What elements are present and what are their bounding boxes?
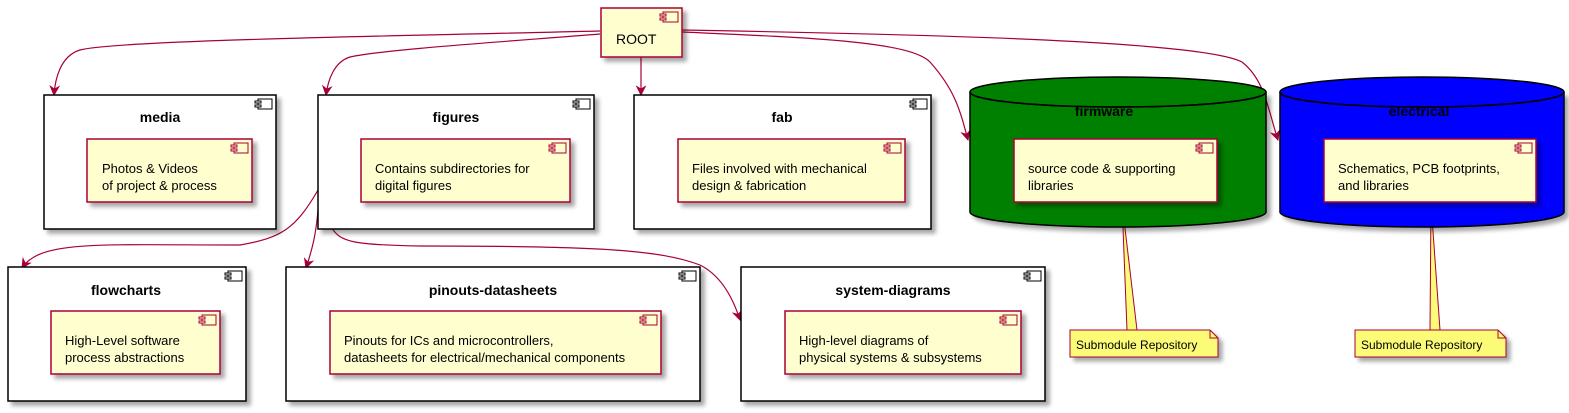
package-title: figures	[433, 109, 480, 125]
component-line-2: libraries	[1028, 178, 1074, 193]
component-line-1: Files involved with mechanical	[692, 161, 867, 176]
package-fab: fab Files involved with mechanical desig…	[633, 94, 932, 230]
component-line-1: Schematics, PCB footprints,	[1338, 161, 1500, 176]
component-line-2: design & fabrication	[692, 178, 806, 193]
component-line-1: source code & supporting	[1028, 161, 1175, 176]
component-icon	[999, 314, 1018, 326]
package-title: fab	[772, 109, 793, 125]
component-icon	[1514, 142, 1533, 154]
component-icon	[230, 142, 249, 154]
component-icon	[572, 98, 591, 110]
package-title: media	[140, 109, 181, 125]
package-system-diagrams: system-diagrams High-level diagrams of p…	[740, 266, 1046, 402]
component-line-2: of project & process	[102, 178, 217, 193]
arrow-figures-to-flowcharts	[21, 189, 319, 269]
arrow-root-to-figures	[321, 33, 601, 97]
component-icon	[659, 11, 679, 23]
note-firmware: Submodule Repository	[1069, 329, 1219, 358]
component-line-2: digital figures	[375, 178, 452, 193]
arrow-root-to-media	[49, 30, 601, 97]
root-component: ROOT	[600, 7, 683, 58]
arrow-root-to-firmware	[681, 31, 971, 142]
component-icon	[1195, 142, 1214, 154]
database-electrical: electrical Schematics, PCB footprints, a…	[1279, 76, 1565, 228]
note-connectors	[1121, 202, 1441, 331]
component-icon	[883, 142, 902, 154]
database-firmware: firmware source code & supporting librar…	[969, 76, 1267, 228]
package-pinouts-datasheets: pinouts-datasheets Pinouts for ICs and m…	[285, 266, 701, 402]
component-line-1: High-Level software	[65, 333, 180, 348]
component-line-1: Pinouts for ICs and microcontrollers,	[344, 333, 554, 348]
package-figures: figures Contains subdirectories for digi…	[317, 94, 595, 230]
component-icon	[548, 142, 567, 154]
component-icon	[198, 314, 217, 326]
component-icon	[224, 270, 243, 282]
package-flowcharts: flowcharts High-Level software process a…	[7, 266, 247, 402]
database-title: electrical	[1389, 103, 1450, 119]
package-media: media Photos & Videos of project & proce…	[43, 94, 277, 230]
note-electrical: Submodule Repository	[1354, 329, 1507, 358]
component-icon	[1023, 270, 1042, 282]
package-title: flowcharts	[91, 282, 161, 298]
database-title: firmware	[1075, 103, 1134, 119]
package-title: system-diagrams	[835, 282, 950, 298]
component-line-2: physical systems & subsystems	[799, 350, 982, 365]
component-icon	[254, 98, 273, 110]
component-line-1: High-level diagrams of	[799, 333, 929, 348]
root-label: ROOT	[616, 31, 657, 47]
arrow-figures-to-system	[331, 227, 743, 322]
note-label: Submodule Repository	[1361, 338, 1482, 352]
component-icon	[909, 98, 928, 110]
note-label: Submodule Repository	[1076, 338, 1197, 352]
component-line-1: Contains subdirectories for	[375, 161, 530, 176]
component-icon	[678, 270, 697, 282]
component-line-2: and libraries	[1338, 178, 1409, 193]
package-title: pinouts-datasheets	[429, 282, 558, 298]
component-icon	[639, 314, 658, 326]
component-line-2: process abstractions	[65, 350, 185, 365]
component-line-2: datasheets for electrical/mechanical com…	[344, 350, 626, 365]
arrow-figures-to-pinouts	[303, 209, 319, 270]
component-line-1: Photos & Videos	[102, 161, 198, 176]
